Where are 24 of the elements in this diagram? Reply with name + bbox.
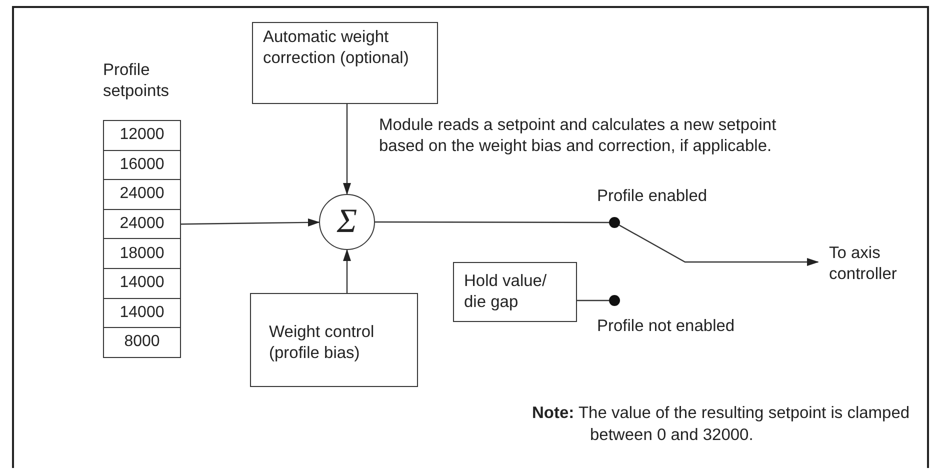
setpoint-cell: 14000 xyxy=(103,268,181,299)
process-box: Hold value/ die gap xyxy=(453,262,577,322)
setpoint-cell: 12000 xyxy=(103,120,181,151)
contact-label: Profile not enabled xyxy=(597,316,735,337)
setpoint-cell: 24000 xyxy=(103,208,181,240)
process-box: Automatic weight correction (optional) xyxy=(252,22,438,104)
setpoint-cell: 18000 xyxy=(103,238,181,269)
arrow xyxy=(181,218,320,226)
switch-blade xyxy=(619,224,819,266)
output-text: To axis controller xyxy=(829,243,929,285)
setpoint-cell: 16000 xyxy=(103,150,181,180)
annotation-text: Module reads a setpoint and calculates a new setpoint based on the weight bias and correction, if applicable. xyxy=(379,115,778,157)
setpoint-cell: 14000 xyxy=(103,298,181,328)
process-box: Weight control (profile bias) xyxy=(250,293,418,387)
arrow xyxy=(343,249,351,293)
table-heading: Profile setpoints xyxy=(103,60,170,102)
contact-label: Profile enabled xyxy=(597,186,708,207)
setpoint-cell: 8000 xyxy=(103,327,181,358)
contact-dot xyxy=(609,217,620,228)
summing-junction: Σ xyxy=(319,194,375,250)
note-text: Note: The value of the resulting setpoint is clamped between 0 and 32000. xyxy=(532,403,911,446)
arrow xyxy=(343,104,351,195)
contact-dot xyxy=(609,295,620,306)
setpoint-cell: 24000 xyxy=(103,179,181,210)
